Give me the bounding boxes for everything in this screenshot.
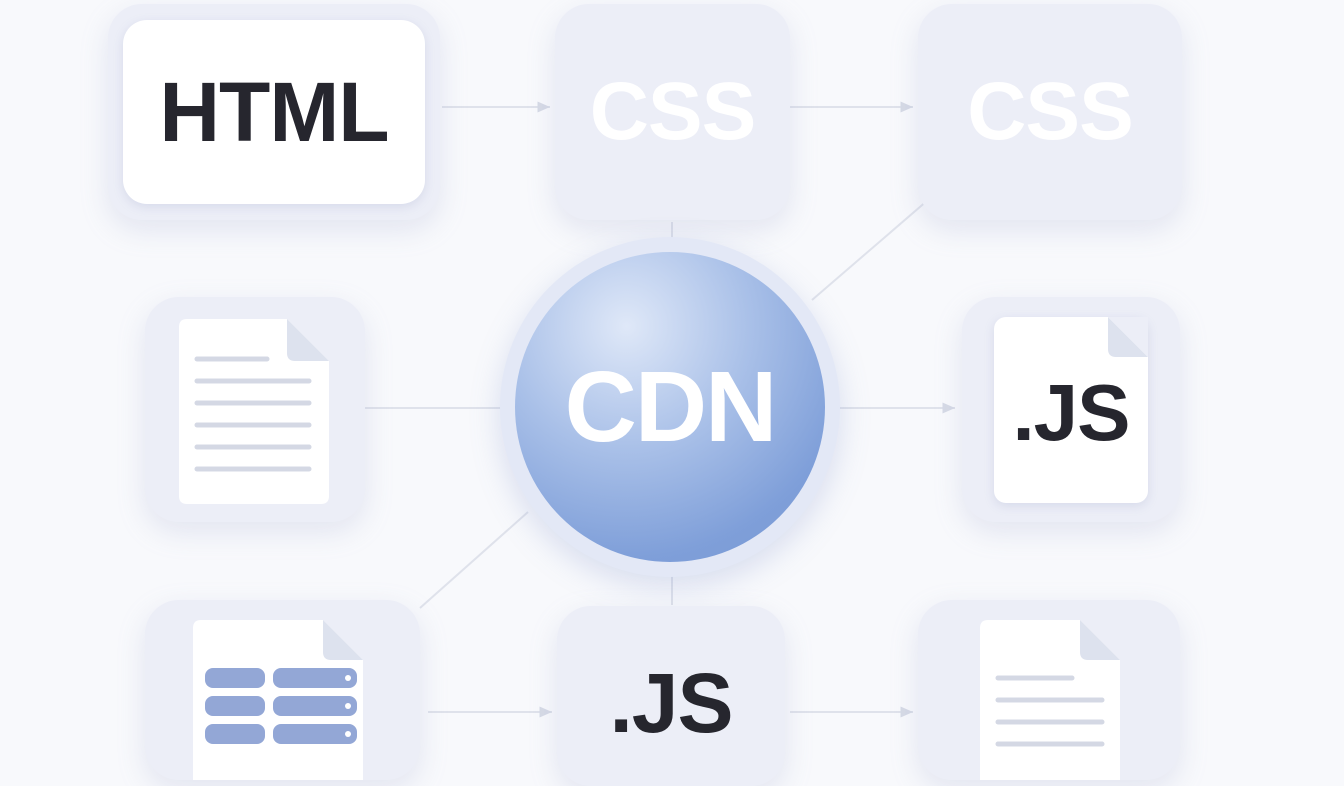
database-icon — [193, 620, 363, 780]
js-card-right: .JS — [994, 317, 1148, 503]
page-fold — [1108, 317, 1148, 357]
cdn-label: CDN — [564, 350, 778, 463]
css-tile-center: CSS — [555, 4, 790, 220]
cdn-node: CDN — [515, 252, 825, 562]
js-tile-right: .JS — [962, 297, 1180, 522]
js-label-bottom: .JS — [609, 655, 733, 750]
js-tile-bottom: .JS — [557, 606, 785, 786]
document-tile-left — [145, 297, 365, 522]
line-cdn-to-database — [419, 511, 529, 609]
css-label-center: CSS — [589, 66, 757, 157]
document-icon — [980, 620, 1120, 780]
document-tile-right — [918, 600, 1180, 780]
line-css-right-to-cdn — [811, 199, 929, 301]
connector-layer — [365, 101, 955, 718]
html-card: HTML — [123, 20, 425, 204]
js-label-right: .JS — [1012, 368, 1130, 457]
document-icon — [179, 319, 329, 504]
css-label-right: CSS — [967, 66, 1134, 157]
database-tile — [145, 600, 420, 780]
html-label: HTML — [159, 64, 389, 159]
css-tile-right: CSS — [918, 4, 1182, 220]
html-tile: HTML — [108, 4, 440, 220]
